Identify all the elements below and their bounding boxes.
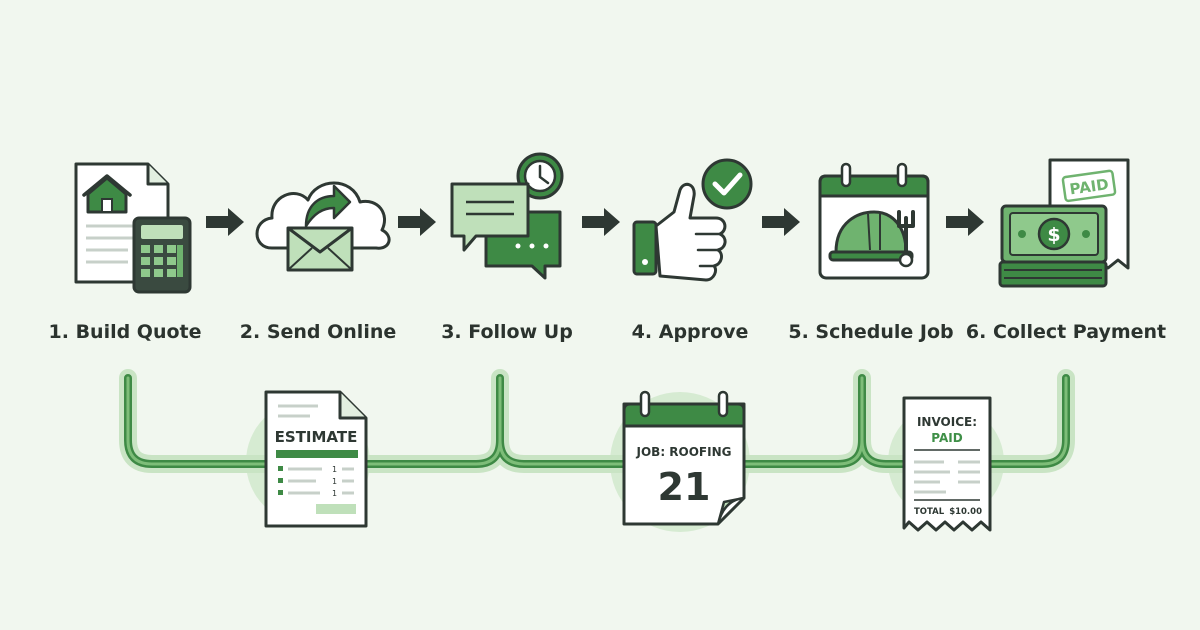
- paid-stamp: PAID: [1061, 169, 1117, 203]
- cash-receipt-icon: PAID $: [998, 158, 1130, 288]
- step-label-schedule-job: 5. Schedule Job: [788, 321, 953, 343]
- job-calendar-title: JOB: ROOFING: [636, 445, 732, 459]
- estimate-qty-3: 1: [332, 489, 337, 498]
- house-document-calculator-icon: [74, 162, 192, 294]
- estimate-title: ESTIMATE: [275, 428, 358, 446]
- estimate-qty-2: 1: [332, 477, 337, 486]
- estimate-qty-1: 1: [332, 465, 337, 474]
- flow-arrow-5: [946, 208, 984, 236]
- svg-text:PAID: PAID: [1068, 175, 1109, 198]
- thumbs-up-check-icon: [632, 158, 753, 282]
- step-label-collect-payment: 6. Collect Payment: [966, 321, 1166, 343]
- invoice-total-label: TOTAL: [914, 507, 945, 517]
- cloud-envelope-icon: [255, 181, 391, 272]
- flow-arrow-1: [206, 208, 244, 236]
- step-label-build-quote: 1. Build Quote: [48, 321, 201, 343]
- invoice-line1: INVOICE:: [917, 415, 977, 429]
- step-label-follow-up: 3. Follow Up: [441, 321, 573, 343]
- chat-bubbles-clock-icon: [450, 152, 564, 280]
- invoice-total-value: $10.00: [949, 507, 982, 517]
- flow-arrow-3: [582, 208, 620, 236]
- flow-arrow-4: [762, 208, 800, 236]
- flow-arrow-2: [398, 208, 436, 236]
- svg-text:$: $: [1047, 224, 1060, 246]
- step-label-approve: 4. Approve: [632, 321, 749, 343]
- job-calendar-day: 21: [658, 465, 711, 509]
- invoice-line2: PAID: [931, 431, 962, 445]
- calendar-hardhat-wrench-icon: [818, 162, 930, 280]
- job-calendar: JOB: ROOFING 21: [622, 390, 746, 526]
- estimate-document: ESTIMATE 1 1 1: [264, 390, 368, 528]
- invoice-receipt: INVOICE: PAID TOTAL $10.00: [902, 396, 992, 532]
- step-label-send-online: 2. Send Online: [240, 321, 397, 343]
